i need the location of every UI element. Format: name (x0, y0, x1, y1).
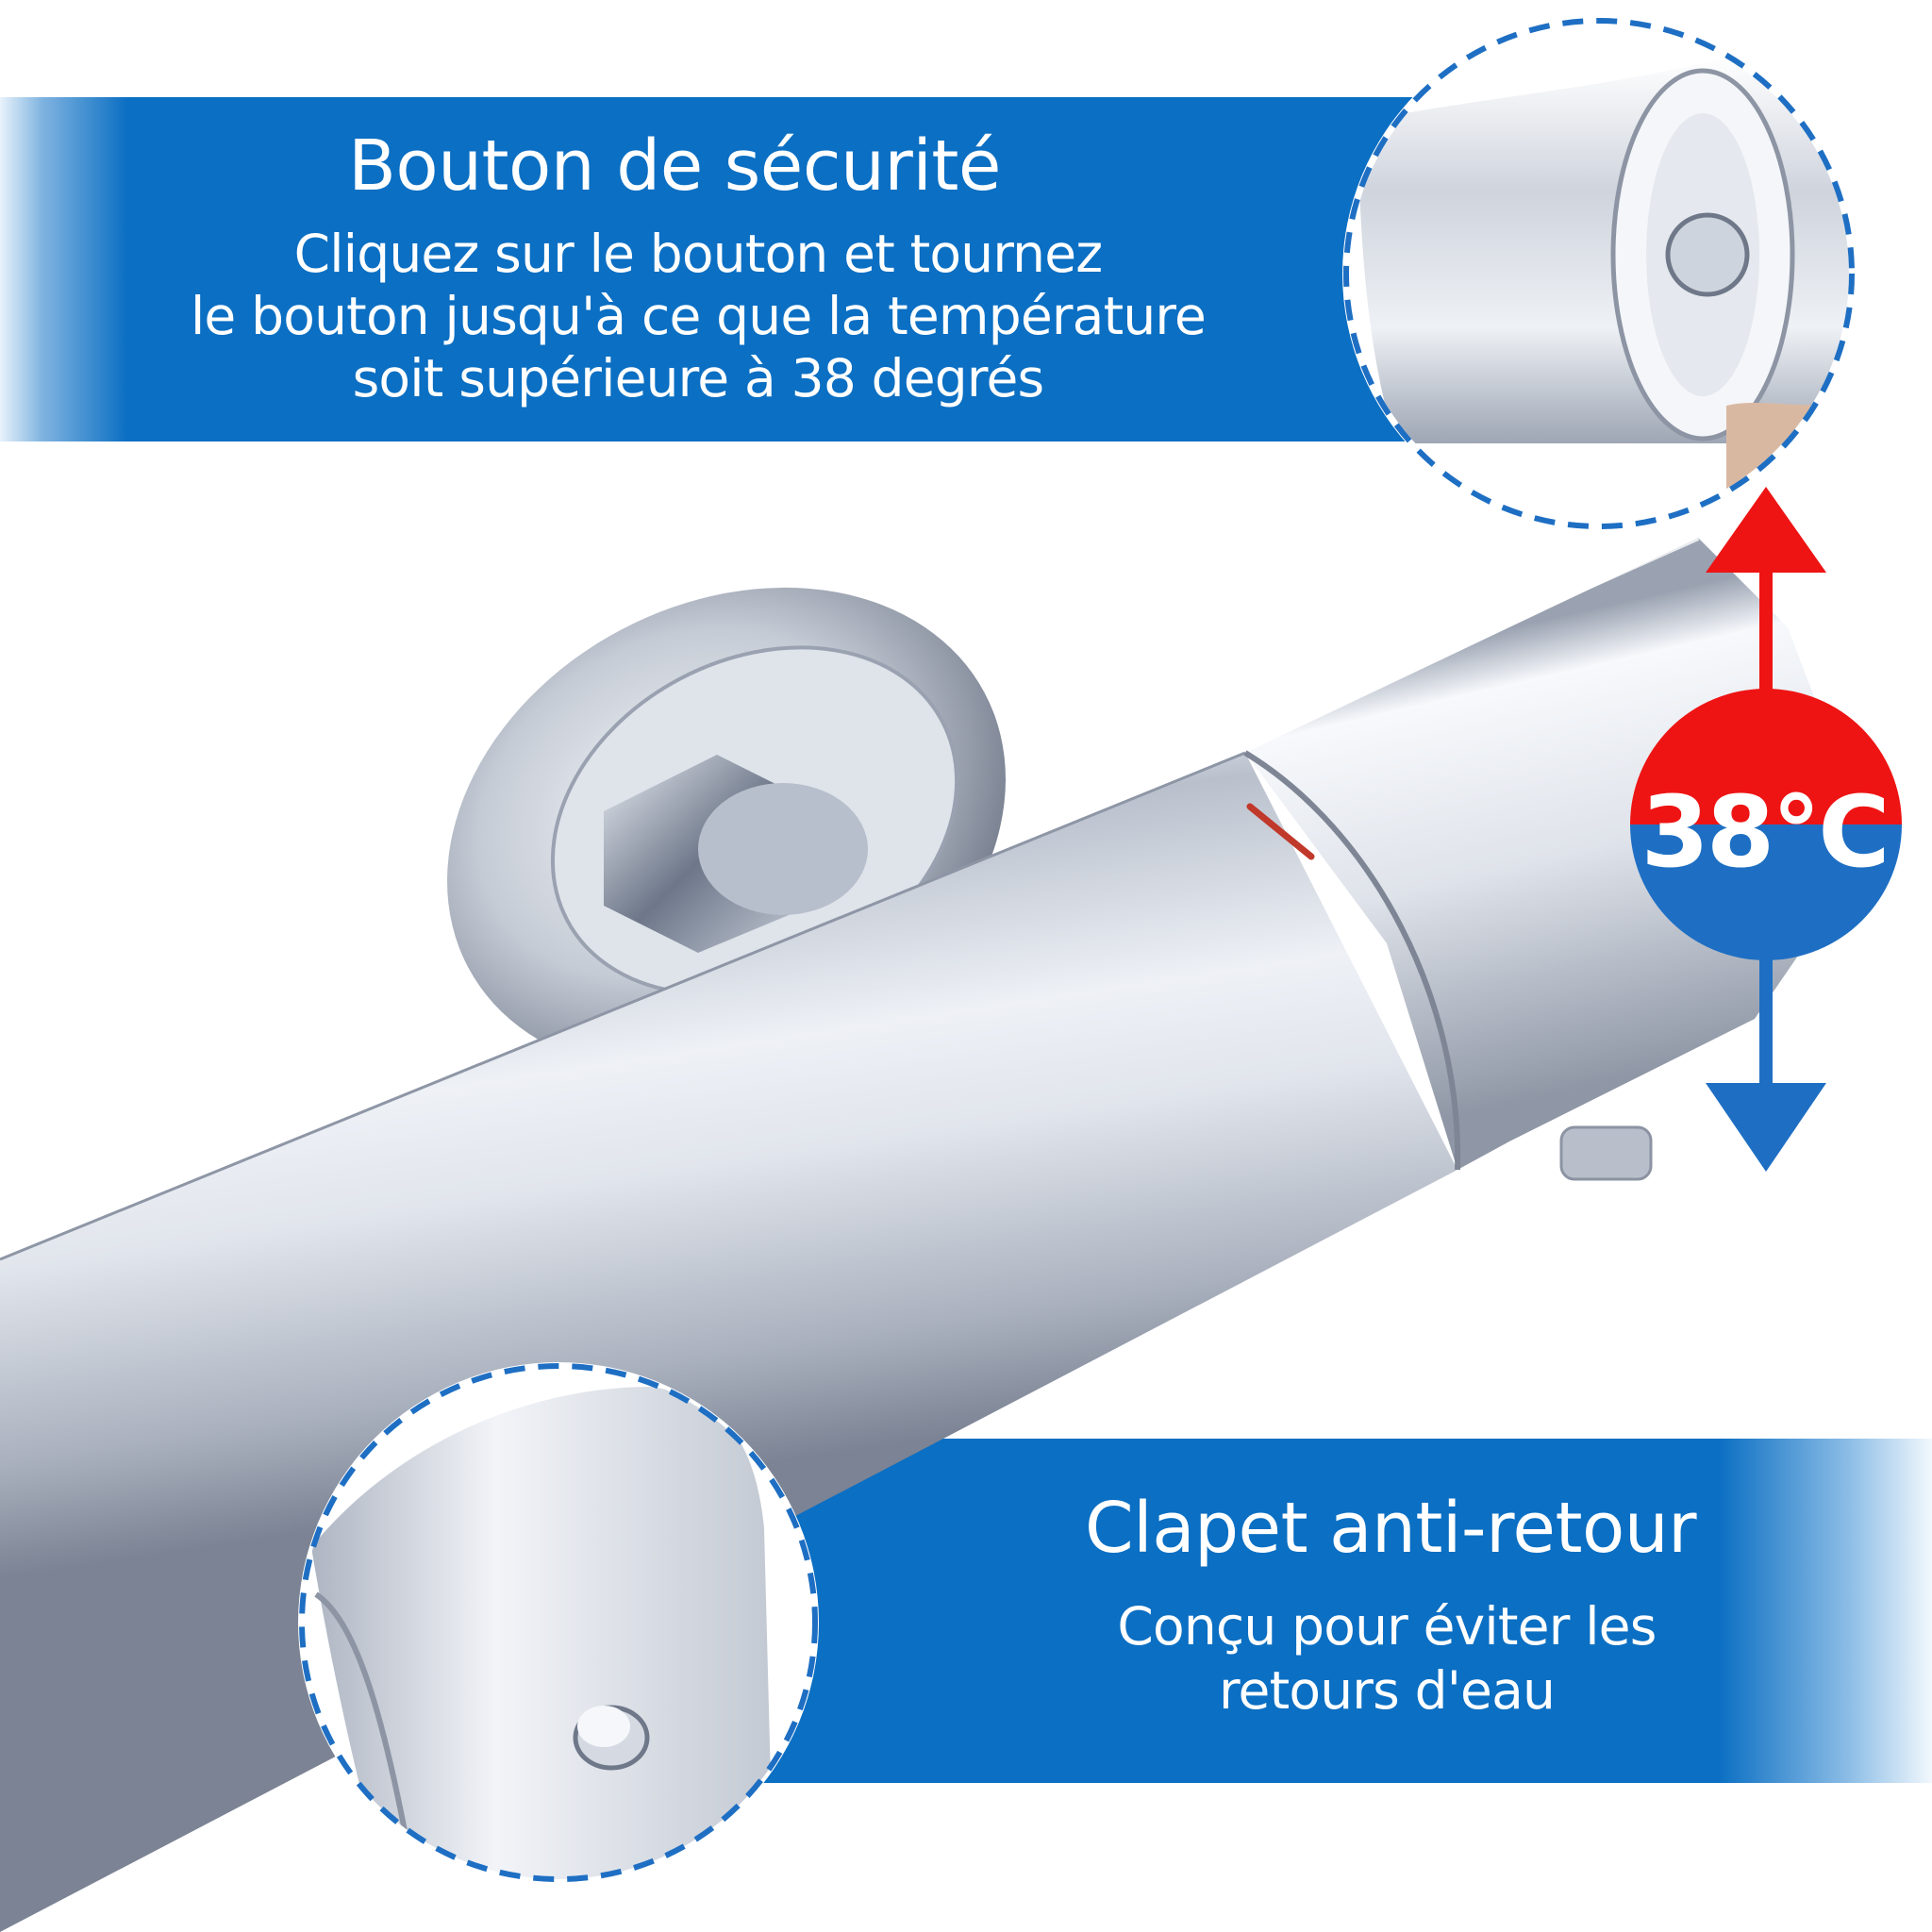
top-banner-description-line: le bouton jusqu'à ce que la température (190, 286, 1207, 346)
top-zoom-detail (1342, 17, 1856, 530)
bottom-banner (745, 1439, 1932, 1783)
bottom-banner-title: Clapet anti-retour (1085, 1488, 1697, 1569)
wall-flange (447, 587, 1006, 1074)
top-banner-description-line: soit supérieure à 38 degrés (352, 348, 1045, 408)
temperature-label: 38°C (1641, 774, 1890, 890)
dashed-circle-icon (299, 1363, 818, 1882)
top-banner-title: Bouton de sécurité (348, 125, 1001, 207)
dashed-circle-icon (1343, 18, 1855, 529)
top-banner-description: Cliquez sur le bouton et tournez le bout… (142, 223, 1255, 409)
bottom-banner-description-line: Conçu pour éviter les (1117, 1596, 1657, 1657)
up-arrow-icon (1706, 487, 1826, 573)
down-arrow-icon (1706, 1083, 1826, 1172)
top-banner (0, 97, 1415, 441)
bottom-banner-description: Conçu pour éviter les retours d'eau (1085, 1594, 1689, 1723)
top-banner-description-line: Cliquez sur le bouton et tournez (293, 224, 1103, 284)
temperature-marker (1246, 803, 1315, 860)
bottom-banner-description-line: retours d'eau (1218, 1660, 1556, 1721)
temperature-arrows (1630, 487, 1902, 1172)
bottom-zoom-detail (298, 1362, 819, 1883)
